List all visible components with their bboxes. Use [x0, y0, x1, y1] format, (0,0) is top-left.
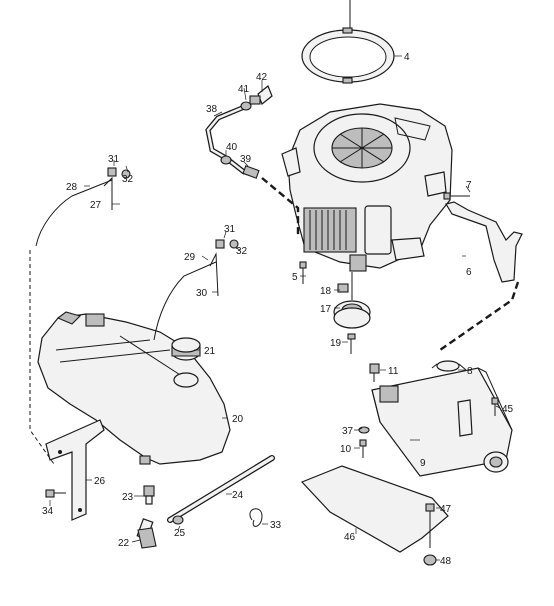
tank-bracket	[45, 419, 105, 521]
hose-clamp	[172, 515, 184, 525]
label-part-25: 25	[174, 528, 186, 539]
label-part-32-upper: 32	[122, 174, 134, 185]
label-part-6: 6	[466, 267, 472, 278]
cable-lower	[153, 261, 217, 341]
label-part-22: 22	[118, 538, 130, 549]
cable-bracket-lower	[209, 252, 219, 297]
label-part-46: 46	[344, 532, 356, 543]
engine	[281, 103, 453, 272]
label-part-31-upper: 31	[108, 154, 120, 165]
label-part-37: 37	[342, 426, 354, 437]
muffler-nut	[369, 363, 380, 382]
label-part-9: 9	[420, 458, 426, 469]
cable-clip-lower	[215, 239, 225, 249]
exhaust-clamp	[431, 360, 467, 372]
label-part-48: 48	[440, 556, 452, 567]
fuel-cap	[171, 337, 201, 361]
air-cleaner-ring	[301, 27, 395, 84]
exhaust-pipe	[445, 201, 523, 283]
bracket-route-dashed	[29, 250, 55, 465]
label-part-26: 26	[94, 476, 106, 487]
engine-fuel-fitting	[242, 165, 260, 179]
muffler	[371, 367, 513, 477]
label-part-33: 33	[270, 520, 282, 531]
label-part-41: 41	[238, 84, 250, 95]
muffler-bracket	[300, 465, 449, 553]
inlet-fitting	[249, 85, 273, 105]
label-part-28: 28	[66, 182, 78, 193]
shaft-key	[337, 283, 349, 293]
cable-upper	[35, 179, 113, 247]
engine-mount-bolt	[299, 261, 307, 284]
label-part-40: 40	[226, 142, 238, 153]
label-part-20: 20	[232, 414, 244, 425]
label-part-42: 42	[256, 72, 268, 83]
label-part-19: 19	[330, 338, 342, 349]
cable-clip-upper	[107, 167, 117, 177]
fuel-hose-inner	[168, 456, 274, 522]
fuel-line-clamp-lower	[220, 155, 232, 165]
washer	[358, 426, 370, 434]
fuel-line-clamp-upper	[240, 101, 252, 111]
bracket-bolt	[425, 503, 435, 548]
label-part-34: 34	[42, 506, 54, 517]
label-part-17: 17	[320, 304, 332, 315]
label-part-21: 21	[204, 346, 216, 357]
label-part-38: 38	[206, 104, 218, 115]
leader-lines	[49, 55, 501, 561]
label-part-39: 39	[240, 154, 252, 165]
cable-nut-lower	[229, 239, 239, 249]
label-part-7: 7	[466, 180, 472, 191]
label-part-5: 5	[292, 272, 298, 283]
label-part-4: 4	[404, 52, 410, 63]
label-part-27: 27	[90, 200, 102, 211]
bracket-nut	[423, 554, 437, 566]
pulley	[333, 300, 371, 329]
muffler-bolt	[359, 439, 367, 458]
fuel-line-route-dashed	[261, 177, 300, 236]
label-part-10: 10	[340, 444, 352, 455]
label-part-32-lower: 32	[236, 246, 248, 257]
cable-bracket-upper	[103, 176, 113, 210]
label-part-45: 45	[502, 404, 514, 415]
pulley-bolt	[347, 333, 356, 354]
fuel-shutoff-valve	[136, 518, 157, 549]
label-part-24: 24	[232, 490, 244, 501]
label-part-29: 29	[184, 252, 196, 263]
hose-clip	[249, 508, 263, 527]
label-part-8: 8	[467, 366, 473, 377]
label-part-11: 11	[388, 366, 399, 377]
label-part-18: 18	[320, 286, 332, 297]
exhaust-screw	[443, 192, 470, 200]
label-part-30: 30	[196, 288, 208, 299]
heat-shield-screw	[491, 397, 499, 416]
label-part-31-lower: 31	[224, 224, 236, 235]
tank-fitting	[143, 485, 155, 505]
label-part-47: 47	[440, 504, 452, 515]
exhaust-route-dashed	[439, 281, 520, 351]
label-part-23: 23	[122, 492, 134, 503]
bracket-mount-bolt	[45, 489, 66, 498]
